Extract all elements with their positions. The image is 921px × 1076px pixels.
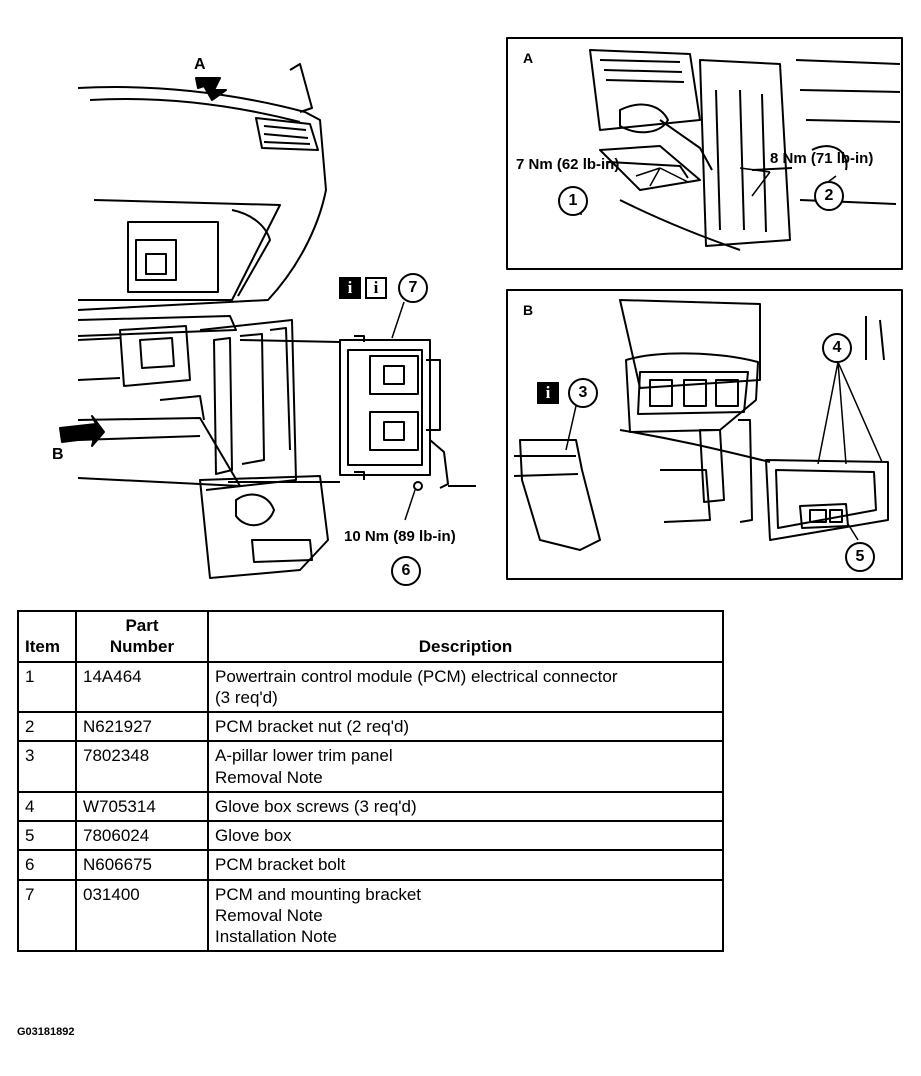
table-header-row: Item Part Number Description [17, 610, 724, 663]
description-line: (3 req'd) [215, 687, 278, 707]
callout-3: 3 [568, 378, 598, 408]
torque-label-6: 10 Nm (89 lb-in) [344, 528, 456, 545]
torque-label-2: 8 Nm (71 lb-in) [770, 150, 874, 167]
callout-2: 2 [814, 181, 844, 211]
callout-4: 4 [822, 333, 852, 363]
header-part-number: Part Number [75, 610, 209, 663]
description-line: A-pillar lower trim panel [215, 746, 393, 766]
callout-6: 6 [391, 556, 421, 586]
view-b-marker: B [52, 446, 64, 463]
description-line[interactable]: Removal Note [215, 767, 323, 787]
item-cell: 3 [17, 740, 77, 793]
description-line: Powertrain control module (PCM) electric… [215, 666, 618, 686]
part-number-cell: N621927 [75, 710, 209, 743]
view-a-title: A [523, 50, 534, 66]
figure-id: G03181892 [17, 1026, 75, 1038]
description-cell: Glove box [207, 819, 724, 852]
item-cell: 4 [17, 790, 77, 823]
header-item: Item [17, 610, 77, 663]
view-b-title: B [523, 302, 534, 318]
instrument-panel-drawing [77, 63, 329, 579]
item-cell: 1 [17, 660, 77, 713]
description-line: Glove box screws (3 req'd) [215, 796, 417, 816]
part-number-cell: 7802348 [75, 740, 209, 793]
part-number-cell: W705314 [75, 790, 209, 823]
trim-removal-info-icon[interactable]: i [537, 382, 559, 404]
callout-1: 1 [558, 186, 588, 216]
item-cell: 7 [17, 878, 77, 953]
view-b-drawing [513, 299, 889, 551]
header-part-number-text: Part Number [109, 616, 175, 657]
view-a-arrow [195, 77, 227, 101]
part-number-cell: 031400 [75, 878, 209, 953]
view-a-frame [506, 37, 903, 270]
part-number-cell: 7806024 [75, 819, 209, 852]
diagram-artwork [59, 37, 903, 580]
description-line: PCM bracket bolt [215, 855, 346, 875]
description-line: Glove box [215, 826, 292, 845]
description-line: PCM and mounting bracket [215, 884, 421, 904]
description-line: PCM bracket nut (2 req'd) [215, 717, 410, 736]
description-cell: Powertrain control module (PCM) electric… [207, 660, 724, 713]
part-number-cell: 14A464 [75, 660, 209, 713]
description-cell: PCM bracket nut (2 req'd) [207, 710, 724, 743]
description-cell: Glove box screws (3 req'd) [207, 790, 724, 823]
view-b-frame [506, 289, 903, 580]
view-a-marker: A [194, 56, 206, 73]
description-cell: PCM bracket bolt [207, 849, 724, 881]
installation-info-icon[interactable]: i [365, 277, 387, 299]
callout-7: 7 [398, 273, 428, 303]
description-line[interactable]: Installation Note [215, 927, 337, 946]
view-b-arrow [59, 415, 105, 447]
item-cell: 6 [17, 849, 77, 881]
leader-lines [391, 167, 883, 541]
pcm-module-drawing [228, 335, 476, 491]
item-cell: 5 [17, 819, 77, 852]
part-number-cell: N606675 [75, 849, 209, 881]
view-a-drawing [589, 49, 901, 251]
pcm-removal-diagram: A B A B 7 Nm (62 lb-in) 8 Nm (71 lb-in) … [52, 37, 903, 586]
description-line[interactable]: Removal Note [215, 905, 323, 925]
torque-label-1: 7 Nm (62 lb-in) [516, 156, 620, 173]
item-cell: 2 [17, 710, 77, 743]
header-description: Description [207, 610, 724, 663]
removal-info-icon[interactable]: i [339, 277, 361, 299]
callout-5: 5 [845, 542, 875, 572]
